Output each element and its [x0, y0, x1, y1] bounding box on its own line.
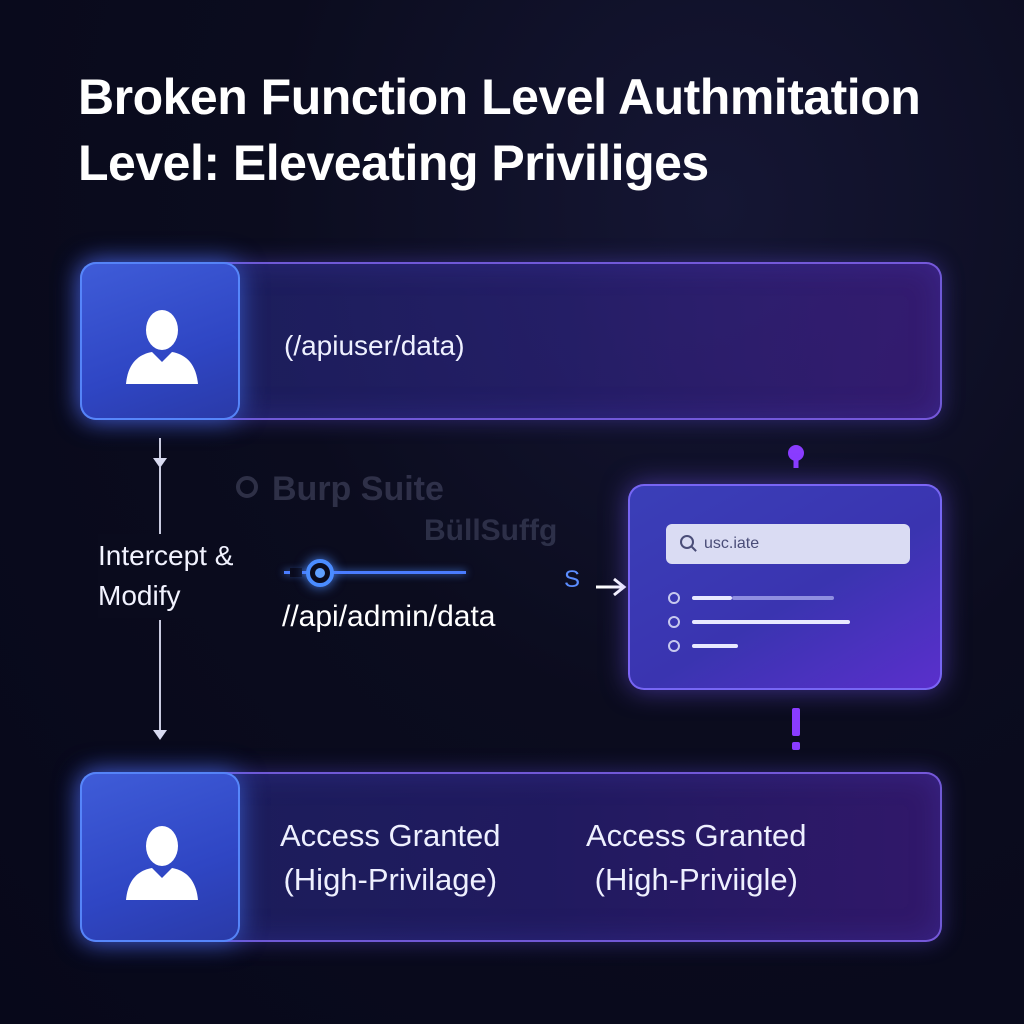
radio-dot-icon — [668, 616, 680, 628]
access-granted-card: Access Granted (High-Privilage) Access G… — [80, 772, 942, 942]
user-avatar-box — [80, 262, 240, 420]
search-icon — [680, 535, 694, 549]
access-a-line-1: Access Granted — [280, 818, 501, 853]
arrow-down-icon — [153, 458, 167, 468]
radio-dot-icon — [668, 640, 680, 652]
request-panel: usc.iate — [628, 484, 942, 690]
access-granted-label-a: Access Granted (High-Privilage) — [280, 814, 501, 902]
user-avatar-box — [80, 772, 240, 942]
list-bar — [692, 620, 850, 624]
modify-slider-track — [284, 571, 466, 574]
user-endpoint: (/apiuser/data) — [284, 330, 465, 361]
user-request-card: (/apiuser/data) — [80, 262, 942, 420]
arrow-right-icon — [596, 577, 627, 597]
list-bar — [692, 596, 732, 600]
access-b-line-1: Access Granted — [586, 818, 807, 853]
arrow-down-icon — [153, 730, 167, 740]
intercept-line-1: Intercept & — [98, 540, 234, 571]
s-glyph: S — [564, 566, 581, 593]
modify-slider-knob — [306, 559, 334, 587]
title-line-2: Level: Eleveating Priviliges — [78, 135, 709, 191]
list-bar-dim — [732, 596, 834, 600]
panel-search-text: usc.iate — [704, 535, 760, 552]
page-title: Broken Function Level Authmitation Level… — [78, 64, 978, 196]
user-icon — [126, 826, 198, 900]
panel-list-item — [668, 640, 878, 652]
flow-line-upper — [159, 438, 161, 466]
panel-search-field[interactable]: usc.iate — [666, 524, 910, 564]
intercept-line-2: Modify — [98, 580, 181, 611]
burp-watermark-secondary: BüllSuffg — [424, 514, 558, 547]
title-line-1: Broken Function Level Authmitation — [78, 69, 921, 125]
burp-suite-text: Burp Suite — [272, 470, 444, 508]
access-b-line-2: (High-Priviigle) — [594, 862, 798, 897]
admin-endpoint: //api/admin/data — [282, 600, 496, 633]
access-granted-label-b: Access Granted (High-Priviigle) — [586, 814, 807, 902]
burp-suite-watermark: Burp Suite — [236, 470, 444, 509]
panel-list-item — [668, 592, 878, 604]
slider-gap — [290, 568, 302, 577]
alert-icon — [792, 708, 800, 750]
user-icon — [126, 310, 198, 384]
list-bar — [692, 644, 738, 648]
radio-dot-icon — [668, 592, 680, 604]
pin-icon — [788, 445, 804, 468]
flow-line-lower — [159, 620, 161, 732]
access-a-line-2: (High-Privilage) — [283, 862, 498, 897]
intercept-label: Intercept & Modify — [98, 534, 234, 618]
flow-line-middle — [159, 466, 161, 536]
panel-list-item — [668, 616, 878, 628]
burp-logo-icon — [236, 476, 258, 498]
